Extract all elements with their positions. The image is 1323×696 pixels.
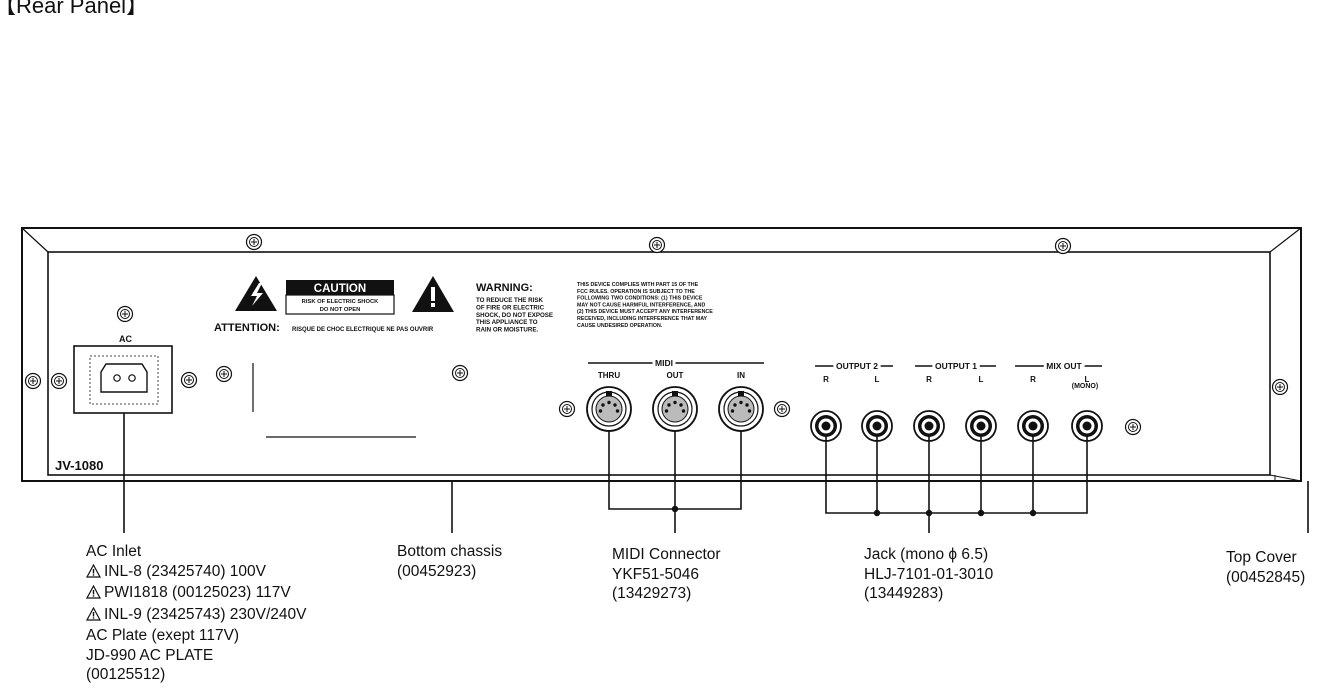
warning-line: RAIN OR MOISTURE. (476, 327, 539, 334)
callout-line: Top Cover (1226, 549, 1297, 566)
output-jack (1071, 410, 1103, 442)
callout-line: Bottom chassis (397, 543, 503, 560)
caution-triangle-icon (85, 606, 102, 627)
midi-port-label: THRU (598, 371, 620, 380)
output-channel-label: L (875, 375, 880, 384)
jack-callout: Jack (mono ϕ 6.5) HLJ-7101-01-3010 (1344… (864, 545, 993, 604)
ac-inlet-title: AC Inlet (86, 543, 142, 560)
callout-line: YKF51-5046 (612, 565, 700, 583)
attention-text: RISQUE DE CHOC ELECTRIQUE NE PAS OUVRIR (292, 327, 434, 333)
bottom-chassis-callout: Bottom chassis (00452923) (397, 542, 502, 581)
callout-line: (13449283) (864, 585, 944, 602)
ac-plate-line: (00125512) (86, 666, 166, 683)
top-cover-callout: Top Cover (00452845) (1226, 548, 1305, 587)
caution-triangle-icon (85, 584, 102, 605)
output-channel-label: L (979, 375, 984, 384)
caution-box: CAUTION RISK OF ELECTRIC SHOCK DO NOT OP… (285, 280, 395, 315)
output-jack (1017, 410, 1049, 442)
callout-line: (00452845) (1226, 568, 1306, 586)
midi-port-label: IN (737, 371, 745, 380)
warning-line: OF FIRE OR ELECTRIC (476, 304, 545, 311)
output-group-label: OUTPUT 2 (836, 361, 878, 371)
midi-port-label: OUT (667, 371, 684, 380)
model-label: JV-1080 (55, 458, 103, 473)
output-group-label: MIX OUT (1046, 361, 1082, 371)
caution-triangle-icon (85, 563, 102, 584)
ac-label: AC (119, 334, 132, 344)
caution-title: CAUTION (314, 283, 366, 295)
output-channel-label: R (823, 375, 829, 384)
fcc-line: (2) THIS DEVICE MUST ACCEPT ANY INTERFER… (577, 309, 713, 315)
ac-plate-line: AC Plate (exept 117V) (86, 627, 240, 644)
fcc-line: THIS DEVICE COMPLIES WITH PART 15 OF THE (577, 282, 699, 288)
output-groups: OUTPUT 2 OUTPUT 1 MIX OUT (815, 358, 1102, 374)
output-jack (913, 410, 945, 442)
output-channel-label: R (1030, 375, 1036, 384)
callout-line: (13429273) (612, 585, 692, 602)
attention-label: ATTENTION: (214, 322, 280, 334)
callout-line: HLJ-7101-01-3010 (864, 565, 994, 583)
caution-line-2: DO NOT OPEN (320, 307, 361, 313)
ac-inlet-callout: AC Inlet INL-8 (23425740) 100V PWI1818 (… (85, 542, 307, 685)
callout-line: Jack (mono ϕ 6.5) (864, 546, 989, 563)
midi-group: MIDI (588, 355, 764, 371)
exclamation-icon (412, 276, 454, 312)
fcc-line: FOLLOWING TWO CONDITIONS: (1) THIS DEVIC… (577, 296, 703, 302)
fcc-line: FCC RULES. OPERATION IS SUBJECT TO THE (577, 289, 695, 295)
midi-port-thru (586, 386, 632, 432)
fcc-line: CAUSE UNDESIRED OPERATION. (577, 323, 663, 329)
junction-dots (671, 505, 1037, 517)
fcc-lines: THIS DEVICE COMPLIES WITH PART 15 OF THE… (577, 282, 713, 329)
warning-title: WARNING: (476, 282, 533, 294)
midi-connector-callout: MIDI Connector YKF51-5046 (13429273) (612, 545, 721, 604)
ac-inlet: AC (73, 334, 173, 414)
mono-label: (MONO) (1072, 383, 1098, 390)
midi-port-in (718, 386, 764, 432)
ac-inlet-part: INL-8 (23425740) 100V (85, 562, 307, 584)
warning-line: THIS APPLIANCE TO (476, 319, 538, 326)
warning-line: SHOCK, DO NOT EXPOSE (476, 312, 553, 319)
ac-inlet-part: INL-9 (23425743) 230V/240V (85, 605, 307, 627)
lightning-icon (235, 276, 277, 311)
output-channel-label: L (1085, 375, 1090, 384)
fcc-line: RECEIVED, INCLUDING INTERFERENCE THAT MA… (577, 316, 708, 322)
callout-line: MIDI Connector (612, 546, 721, 563)
section-title: 【Rear Panel】 (0, 0, 148, 18)
ac-plate-line: JD-990 AC PLATE (86, 646, 214, 664)
midi-ports: THRU OUT IN (586, 371, 764, 432)
caution-line-1: RISK OF ELECTRIC SHOCK (302, 299, 379, 305)
ac-inlet-part: PWI1818 (00125023) 117V (85, 583, 307, 605)
output-channel-label: R (926, 375, 932, 384)
output-group-label: OUTPUT 1 (935, 361, 977, 371)
midi-group-label: MIDI (655, 358, 673, 368)
warning-line: TO REDUCE THE RISK (476, 297, 543, 304)
callout-line: (00452923) (397, 562, 477, 580)
fcc-line: MAY NOT CAUSE HARMFUL INTERFERENCE, AND (577, 302, 705, 308)
label-area (252, 363, 416, 438)
output-jack (861, 410, 893, 442)
output-jack (810, 410, 842, 442)
midi-port-out (652, 386, 698, 432)
panel-frame (21, 227, 1302, 482)
